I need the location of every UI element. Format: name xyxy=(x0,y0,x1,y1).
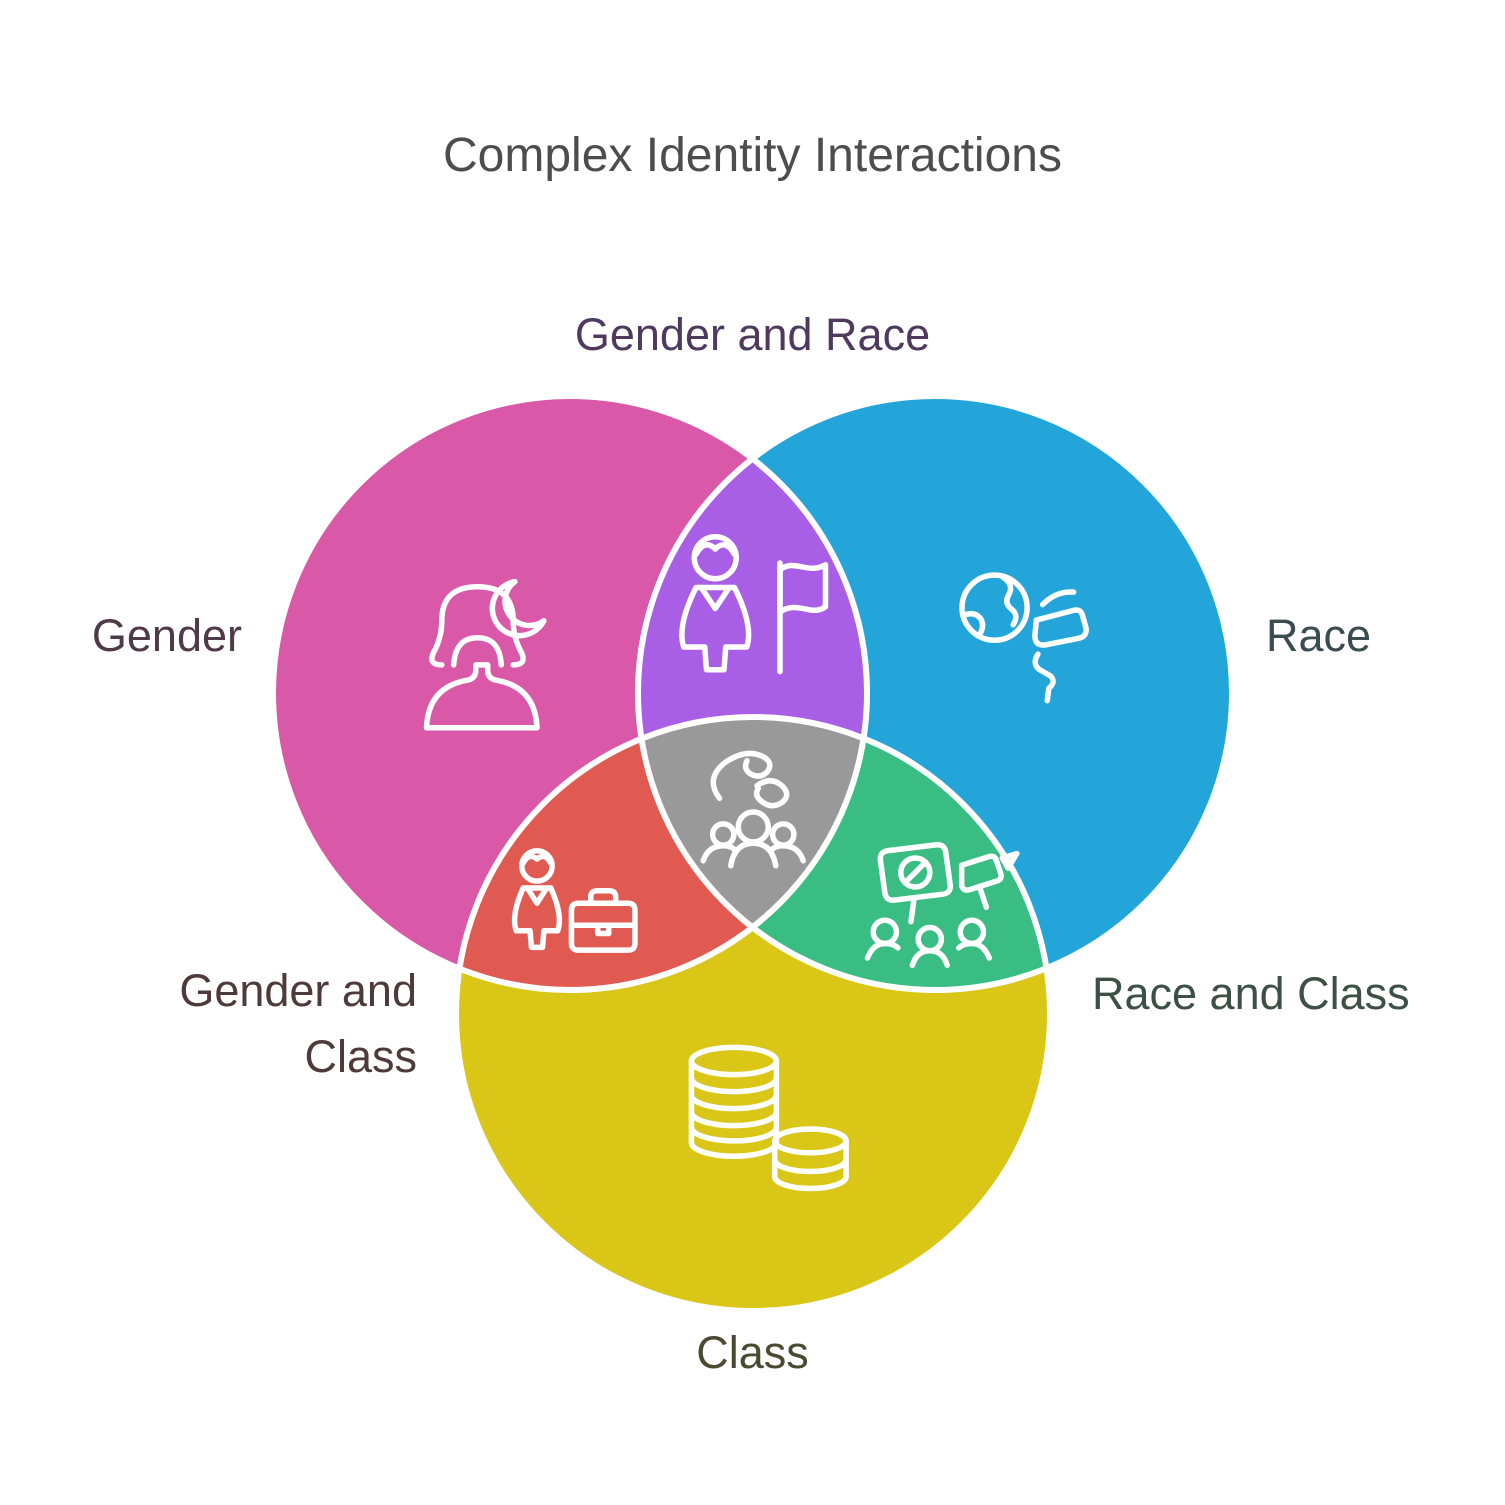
coin-stacks-icon xyxy=(691,1047,846,1188)
label-gender: Gender xyxy=(91,610,242,661)
hand-community-icon xyxy=(703,753,803,865)
label-class: Class xyxy=(696,1327,809,1378)
label-gender-and-class: Gender and Class xyxy=(179,965,417,1082)
gender-circle-outline xyxy=(270,393,870,993)
woman-moon-icon xyxy=(427,582,544,728)
globe-journey-icon xyxy=(962,575,1086,701)
worker-briefcase-icon xyxy=(515,851,635,950)
label-race: Race xyxy=(1266,610,1372,661)
class-circle-outline xyxy=(453,714,1053,1314)
label-gender-and-race: Gender and Race xyxy=(574,309,931,360)
race-circle-outline xyxy=(635,393,1235,993)
gender-class-region xyxy=(456,717,867,990)
person-flag-icon xyxy=(682,537,826,672)
protest-crowd-icon xyxy=(867,845,1016,966)
label-race-and-class: Race and Class xyxy=(1092,968,1410,1019)
diagram-title: Complex Identity Interactions xyxy=(443,129,1062,182)
